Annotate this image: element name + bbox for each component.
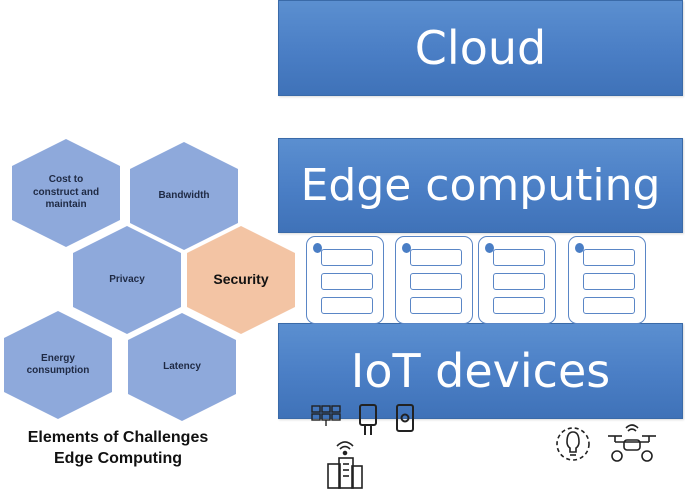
- server-slot: [410, 249, 462, 266]
- hex-privacy: Privacy: [73, 226, 181, 334]
- hex-bandwidth: Bandwidth: [130, 142, 238, 250]
- server-slot: [321, 273, 373, 290]
- server-slot: [410, 297, 462, 314]
- cloud-layer: Cloud: [278, 0, 683, 96]
- caption-line-1: Elements of Challenges: [27, 429, 209, 446]
- hex-bandwidth-label: Bandwidth: [158, 189, 210, 201]
- server-slot: [583, 297, 635, 314]
- cloud-label: Cloud: [414, 21, 547, 75]
- edge-server-card: [395, 236, 473, 324]
- iot-devices-layer: IoT devices: [278, 323, 683, 419]
- server-slot: [583, 249, 635, 266]
- server-slot: [321, 297, 373, 314]
- edge-computing-label: Edge computing: [300, 160, 661, 211]
- hex-privacy-label: Privacy: [109, 273, 145, 285]
- smart-building-icon: [327, 441, 363, 489]
- smart-bulb-icon: [556, 427, 590, 461]
- status-dot: [402, 243, 411, 253]
- hex-cost-label: Cost to construct and maintain: [32, 174, 100, 211]
- phone-icon: [396, 404, 414, 432]
- server-slot: [493, 297, 545, 314]
- hex-latency-label: Latency: [163, 360, 201, 372]
- hex-security-label: Security: [213, 271, 269, 288]
- hex-energy: Energy consumption: [4, 311, 112, 419]
- diagram-caption: Elements of Challenges Edge Computing: [0, 428, 236, 470]
- edge-server-card: [306, 236, 384, 324]
- status-dot: [485, 243, 494, 253]
- server-slot: [493, 273, 545, 290]
- drone-icon: [608, 424, 656, 462]
- server-slot: [583, 273, 635, 290]
- edge-computing-layer: Edge computing: [278, 138, 683, 233]
- edge-server-card: [568, 236, 646, 324]
- hex-latency: Latency: [128, 313, 236, 421]
- status-dot: [575, 243, 584, 253]
- server-slot: [493, 249, 545, 266]
- server-slot: [410, 273, 462, 290]
- status-dot: [313, 243, 322, 253]
- hex-cost: Cost to construct and maintain: [12, 139, 120, 247]
- iot-devices-label: IoT devices: [350, 344, 611, 398]
- edge-server-card: [478, 236, 556, 324]
- solar-panel-icon: [311, 405, 341, 426]
- caption-line-2: Edge Computing: [54, 449, 182, 467]
- hex-security: Security: [187, 226, 295, 334]
- server-slot: [321, 249, 373, 266]
- smartwatch-icon: [359, 404, 377, 435]
- hex-energy-label: Energy consumption: [26, 352, 90, 377]
